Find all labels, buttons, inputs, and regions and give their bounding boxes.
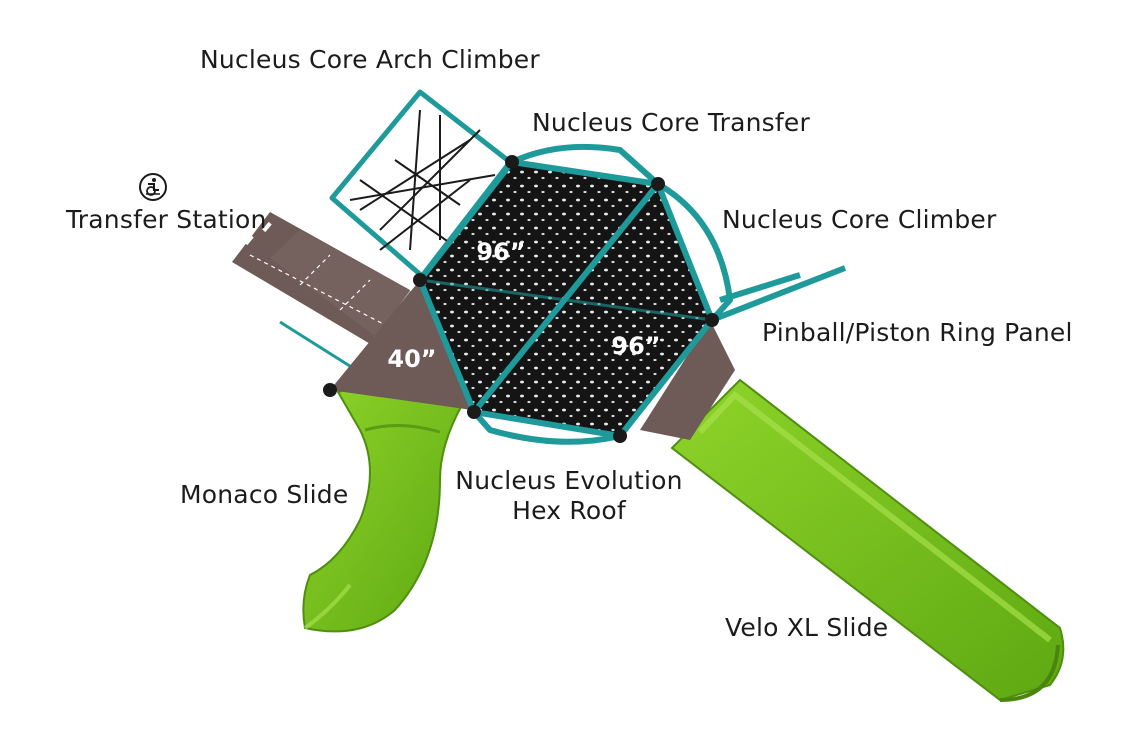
deck-height-left: 40” (387, 345, 436, 373)
label-core-transfer: Nucleus Core Transfer (532, 108, 810, 137)
hex-roof (419, 162, 713, 436)
velo-xl-slide (670, 378, 1065, 702)
label-monaco-slide: Monaco Slide (180, 480, 349, 509)
frame-joints (323, 155, 719, 443)
label-arch-climber: Nucleus Core Arch Climber (200, 45, 540, 74)
label-velo-slide: Velo XL Slide (725, 613, 889, 642)
label-hex-roof-line2: Hex Roof (512, 496, 626, 525)
transfer-station-deck (232, 212, 420, 382)
label-core-climber: Nucleus Core Climber (722, 205, 997, 234)
deck-height-top: 96” (476, 238, 525, 266)
label-hex-roof: Nucleus Evolution Hex Roof (455, 466, 682, 526)
label-transfer-station: Transfer Station (66, 205, 267, 234)
deck-height-right: 96” (611, 332, 660, 360)
label-pinball-panel: Pinball/Piston Ring Panel (762, 318, 1073, 347)
label-hex-roof-line1: Nucleus Evolution (455, 466, 683, 495)
accessibility-icon (138, 172, 168, 202)
deck-40 (330, 280, 472, 410)
deck-right (640, 320, 735, 440)
